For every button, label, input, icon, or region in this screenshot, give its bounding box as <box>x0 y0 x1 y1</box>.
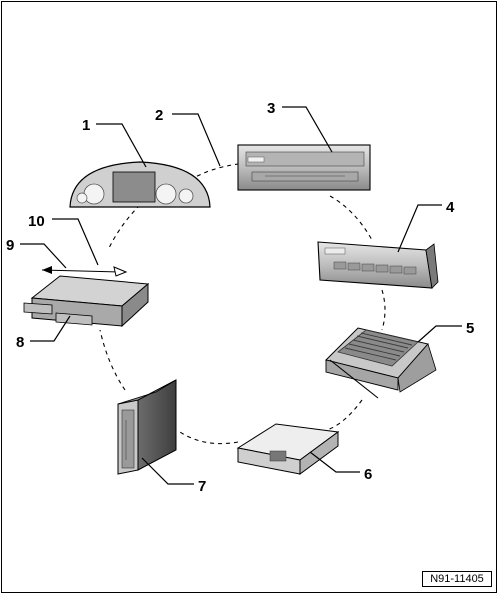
cd-changer-icon <box>117 379 177 475</box>
leader-lines <box>20 106 462 485</box>
figure-id-label: N91-11405 <box>422 571 492 587</box>
callout-4: 4 <box>446 199 455 216</box>
callout-10: 10 <box>28 213 45 230</box>
radio-unit-icon <box>237 144 371 191</box>
callout-5: 5 <box>466 320 474 337</box>
control-panel-unit-icon <box>317 241 439 289</box>
dashed-connection-ring <box>99 163 386 445</box>
callout-9: 9 <box>6 237 14 254</box>
callout-2: 2 <box>155 107 163 124</box>
instrument-cluster-icon <box>69 161 211 208</box>
control-module-box-icon <box>236 423 340 475</box>
callout-3: 3 <box>267 100 275 117</box>
connector-module-icon <box>23 275 150 328</box>
callout-6: 6 <box>364 466 372 483</box>
release-direction-arrow-icon <box>41 266 128 277</box>
callout-1: 1 <box>82 117 90 134</box>
callout-8: 8 <box>16 334 24 351</box>
callout-7: 7 <box>198 478 206 495</box>
amplifier-icon <box>325 327 437 399</box>
